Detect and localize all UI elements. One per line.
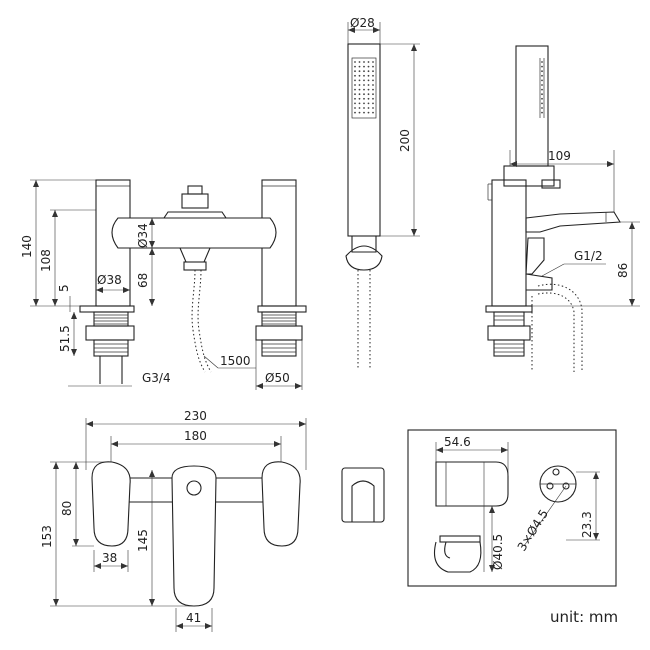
dim-g12: G1/2 [574,249,603,263]
dim-180: 180 [184,429,207,443]
dim-108: 108 [39,249,53,272]
dim-153: 153 [40,525,54,548]
unit-label: unit: mm [550,608,619,626]
dim-d28: Ø28 [350,16,375,30]
dim-1500: 1500 [220,354,251,368]
left-mounting-nut [85,311,135,384]
dim-54-6: 54.6 [444,435,471,449]
hand-shower-handle [347,43,381,237]
dim-51-5: 51.5 [58,325,72,352]
detail-frame [407,429,617,587]
dim-145: 145 [136,529,150,552]
dim-d50: Ø50 [265,371,290,385]
dim-23-3: 23.3 [580,511,594,538]
dim-d38: Ø38 [97,273,122,287]
dim-80: 80 [60,501,74,516]
right-lever-top [261,461,301,547]
dim-g34: G3/4 [142,371,171,385]
hose-side [537,283,583,372]
right-mounting-nut [255,311,303,357]
dim-holes: 3×Ø4.5 [515,507,551,554]
spout-top [171,465,217,607]
side-pillar [491,179,527,307]
dim-109: 109 [548,149,571,163]
dim-38: 38 [102,551,117,565]
dim-5: 5 [57,284,71,292]
hose-front [191,269,206,373]
holder-detail-box: 54.6 Ø40.5 3×Ø4.5 23.3 [407,429,617,587]
dim-68: 68 [136,273,150,288]
left-lever-top [91,461,131,547]
holder-side [435,461,509,507]
holder-front-view [341,467,385,523]
dim-41: 41 [186,611,201,625]
dim-200: 200 [398,129,412,152]
shower-in-holder [515,45,549,167]
holder-hook [433,541,482,573]
dim-d40-5: Ø40.5 [491,534,505,570]
front-view: 140 108 5 51.5 Ø38 Ø34 68 G3/4 1500 Ø50 [20,179,307,390]
dim-230: 230 [184,409,207,423]
diverter-top [186,480,202,496]
side-view: 109 G1/2 86 [485,45,640,372]
dim-140: 140 [20,235,34,258]
dim-86: 86 [616,263,630,278]
top-view: 230 180 153 80 145 38 41 [40,409,307,632]
diverter-knob [187,185,203,195]
dim-d34: Ø34 [136,223,150,248]
spout [525,211,621,233]
shower-head-face [351,57,377,119]
nozzle-grid [354,61,374,114]
hand-shower-view: Ø28 200 [345,16,420,370]
